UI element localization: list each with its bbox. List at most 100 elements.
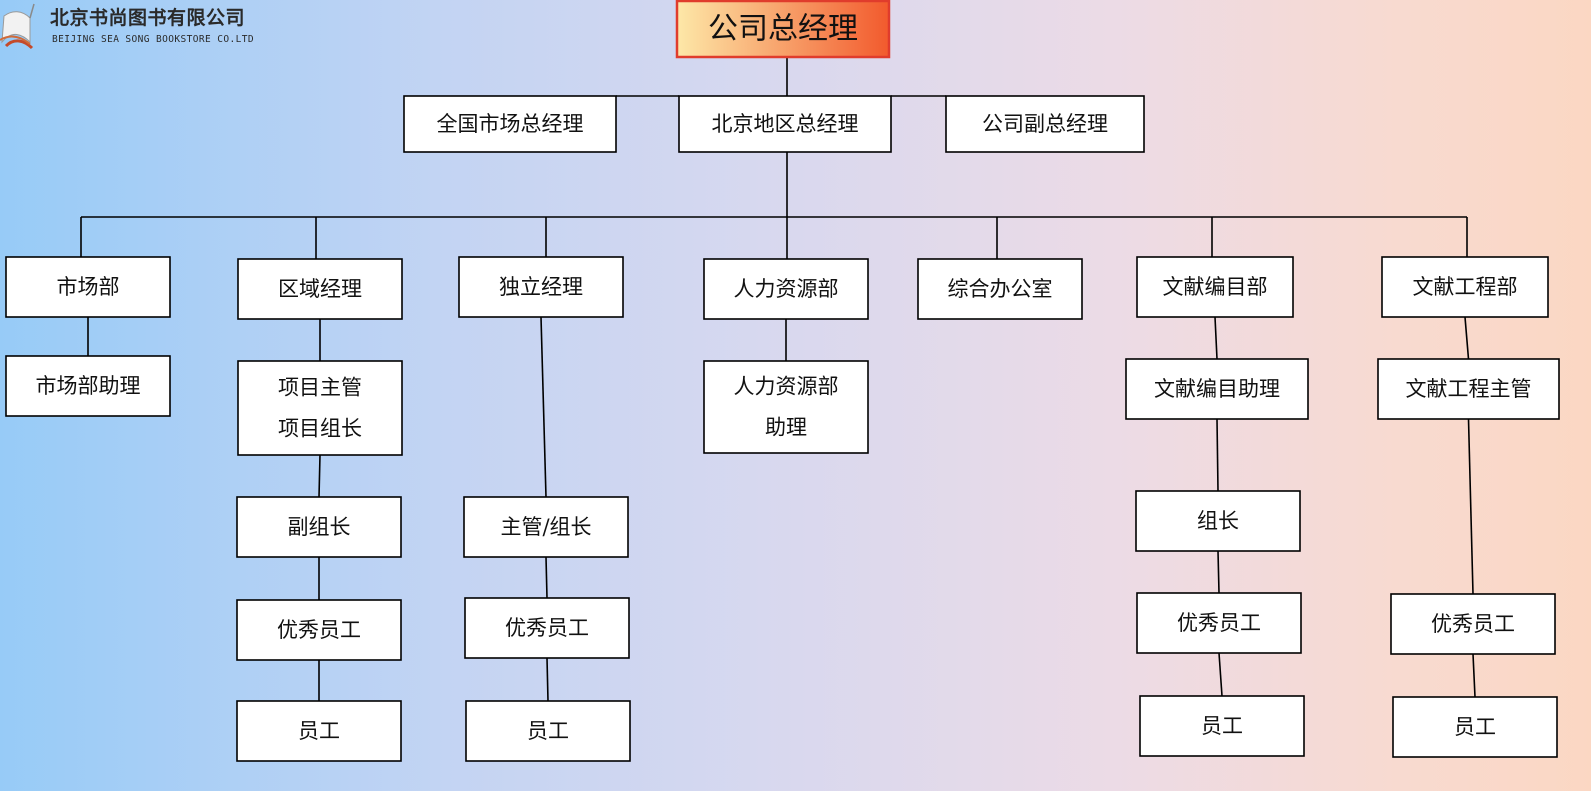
node-dept-1-chain-0-label: 项目主管 <box>278 376 362 400</box>
node-dept-1-chain-1-box <box>236 496 402 558</box>
node-root-box <box>675 0 891 59</box>
node-dept-6-chain-0-label: 文献工程主管 <box>1406 377 1532 401</box>
node-level1-0: 全国市场总经理 <box>403 95 617 153</box>
node-dept-1-chain-0-label: 项目组长 <box>278 416 362 440</box>
node-dept-5-chain-2: 优秀员工 <box>1136 592 1302 654</box>
node-dept-5-chain-1-box <box>1135 490 1301 552</box>
node-dept-1-label: 区域经理 <box>278 277 362 301</box>
line-dept-2-chain-1 <box>545 556 548 599</box>
node-dept-2-chain-2-label: 员工 <box>527 719 569 743</box>
connector-lines <box>80 57 1476 702</box>
node-dept-5-chain-0-label: 文献编目助理 <box>1154 377 1280 401</box>
node-dept-0-chain-0-box <box>5 355 171 417</box>
node-dept-1-chain-3: 员工 <box>236 700 402 762</box>
node-dept-5-chain-3-box <box>1139 695 1305 757</box>
node-dept-2-chain-2-box <box>465 700 631 762</box>
node-dept-2-chain-0-box <box>463 496 629 558</box>
company-name-zh: 北京书尚图书有限公司 <box>50 7 246 29</box>
node-dept-2-chain-2: 员工 <box>465 700 631 762</box>
line-dept-1-chain-1 <box>318 454 321 498</box>
node-dept-3-chain-0-label: 助理 <box>765 415 807 439</box>
node-dept-6-chain-2: 员工 <box>1392 696 1558 758</box>
node-dept-5-chain-1-label: 组长 <box>1197 509 1239 533</box>
node-dept-0-chain-0: 市场部助理 <box>5 355 171 417</box>
node-dept-6-chain-1-box <box>1390 593 1556 655</box>
line-dept-6-chain-0 <box>1464 316 1470 360</box>
node-dept-1-chain-0-box <box>237 360 403 456</box>
line-dept-5-chain-0 <box>1214 316 1218 360</box>
node-dept-6: 文献工程部 <box>1381 256 1549 318</box>
node-dept-2-chain-1: 优秀员工 <box>464 597 630 659</box>
node-dept-4: 综合办公室 <box>917 258 1083 320</box>
node-dept-3-chain-0-box <box>703 360 869 454</box>
book-logo-icon <box>0 3 35 50</box>
node-dept-1-box <box>237 258 403 320</box>
line-dept-5-chain-1 <box>1216 418 1219 492</box>
node-dept-3: 人力资源部 <box>703 258 869 320</box>
node-dept-5-chain-2-label: 优秀员工 <box>1177 611 1261 635</box>
node-dept-5-chain-3: 员工 <box>1139 695 1305 757</box>
node-dept-5-box <box>1136 256 1294 318</box>
node-dept-1-chain-3-label: 员工 <box>298 719 340 743</box>
node-dept-5-chain-2-box <box>1136 592 1302 654</box>
node-dept-6-box <box>1381 256 1549 318</box>
line-dept-2-chain-0 <box>540 316 547 498</box>
node-level1-2-box <box>945 95 1145 153</box>
node-dept-4-box <box>917 258 1083 320</box>
node-dept-1-chain-3-box <box>236 700 402 762</box>
node-dept-6-chain-0: 文献工程主管 <box>1377 358 1560 420</box>
node-dept-6-chain-1: 优秀员工 <box>1390 593 1556 655</box>
node-dept-2-box <box>458 256 624 318</box>
node-dept-2-chain-0-label: 主管/组长 <box>500 515 591 539</box>
node-dept-0: 市场部 <box>5 256 171 318</box>
node-dept-2-chain-1-label: 优秀员工 <box>505 616 589 640</box>
node-dept-5-chain-0-box <box>1125 358 1309 420</box>
node-dept-6-chain-0-box <box>1377 358 1560 420</box>
node-dept-6-chain-2-label: 员工 <box>1454 715 1496 739</box>
line-dept-5-chain-3 <box>1218 652 1223 697</box>
company-name-en: BEIJING SEA SONG BOOKSTORE CO.LTD <box>52 34 254 45</box>
node-dept-5-chain-0: 文献编目助理 <box>1125 358 1309 420</box>
line-dept-6-chain-2 <box>1472 653 1476 698</box>
line-dept-6-chain-1 <box>1467 418 1474 595</box>
node-dept-0-chain-0-label: 市场部助理 <box>36 374 141 398</box>
node-level1-1-box <box>678 95 892 153</box>
node-dept-1-chain-1-label: 副组长 <box>288 515 351 539</box>
node-dept-0-label: 市场部 <box>57 275 120 299</box>
node-dept-6-chain-1-label: 优秀员工 <box>1431 612 1515 636</box>
node-dept-5-chain-3-label: 员工 <box>1201 714 1243 738</box>
node-level1-0-label: 全国市场总经理 <box>437 112 584 136</box>
node-dept-6-label: 文献工程部 <box>1413 275 1518 299</box>
node-dept-2: 独立经理 <box>458 256 624 318</box>
node-dept-1: 区域经理 <box>237 258 403 320</box>
line-dept-2-chain-2 <box>546 657 549 702</box>
node-dept-2-label: 独立经理 <box>499 275 583 299</box>
node-dept-2-chain-0: 主管/组长 <box>463 496 629 558</box>
node-level1-1-label: 北京地区总经理 <box>712 112 859 136</box>
node-dept-5-label: 文献编目部 <box>1163 275 1268 299</box>
node-root: 公司总经理 <box>675 0 891 59</box>
node-dept-1-chain-2-label: 优秀员工 <box>277 618 361 642</box>
node-dept-3-chain-0-label: 人力资源部 <box>734 375 839 399</box>
company-logo: 北京书尚图书有限公司 BEIJING SEA SONG BOOKSTORE CO… <box>0 0 280 56</box>
node-dept-5: 文献编目部 <box>1136 256 1294 318</box>
node-dept-1-chain-2-box <box>236 599 402 661</box>
node-dept-3-label: 人力资源部 <box>734 277 839 301</box>
node-dept-1-chain-2: 优秀员工 <box>236 599 402 661</box>
node-dept-3-box <box>703 258 869 320</box>
node-dept-1-chain-1: 副组长 <box>236 496 402 558</box>
node-root-label: 公司总经理 <box>708 12 858 47</box>
line-dept-5-chain-2 <box>1217 550 1220 594</box>
node-dept-5-chain-1: 组长 <box>1135 490 1301 552</box>
node-dept-4-label: 综合办公室 <box>948 277 1053 301</box>
node-level1-1: 北京地区总经理 <box>678 95 892 153</box>
node-dept-6-chain-2-box <box>1392 696 1558 758</box>
node-level1-0-box <box>403 95 617 153</box>
node-level1-2-label: 公司副总经理 <box>982 112 1108 136</box>
node-dept-0-box <box>5 256 171 318</box>
node-level1-2: 公司副总经理 <box>945 95 1145 153</box>
